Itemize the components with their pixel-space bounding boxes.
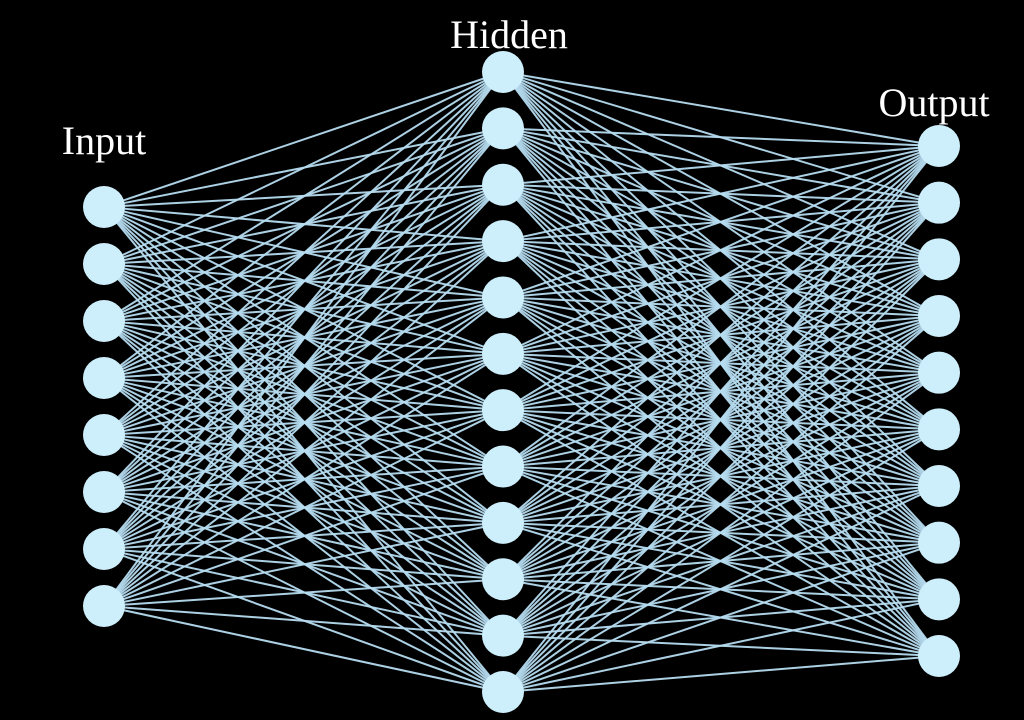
connection-edges [103,71,940,693]
input-node-8 [83,585,125,627]
hidden-node-5 [482,276,524,319]
edge-input-8-hidden-11 [103,605,504,637]
layer-label-hidden: Hidden [450,12,568,57]
edge-hidden-2-output-1 [502,127,940,147]
input-node-4 [83,357,125,399]
output-node-9 [918,578,960,621]
edge-hidden-8-output-1 [502,145,940,468]
output-node-2 [918,181,960,224]
network-nodes [83,51,960,713]
edge-hidden-12-output-10 [502,655,940,693]
edge-input-8-hidden-6 [103,352,504,607]
edge-hidden-12-output-2 [502,202,940,693]
output-node-4 [918,295,960,337]
edge-hidden-4-output-1 [502,145,940,243]
edge-input-8-hidden-10 [103,578,504,607]
edge-input-4-hidden-1 [103,71,504,379]
edge-hidden-12-output-5 [502,371,940,693]
hidden-node-4 [482,220,524,263]
edge-input-8-hidden-2 [103,127,504,607]
edge-input-2-hidden-1 [103,71,504,265]
input-node-2 [83,243,125,285]
input-node-3 [83,300,125,342]
hidden-node-12 [482,671,524,713]
edge-hidden-12-output-6 [502,428,940,693]
input-node-1 [83,186,125,228]
edge-input-6-hidden-1 [103,71,504,493]
edge-hidden-12-output-9 [502,598,940,693]
edge-input-8-hidden-7 [103,409,504,607]
edge-hidden-1-output-1 [502,71,940,147]
edge-input-7-hidden-1 [103,71,504,550]
hidden-node-11 [482,614,524,657]
edge-input-8-hidden-9 [103,521,504,607]
edge-hidden-9-output-1 [502,145,940,524]
input-node-5 [83,414,125,456]
edge-hidden-12-output-3 [502,258,940,693]
output-node-7 [918,465,960,507]
hidden-node-10 [482,558,524,601]
edge-hidden-12-output-1 [502,145,940,693]
input-node-6 [83,471,125,513]
edge-input-5-hidden-1 [103,71,504,436]
edge-hidden-12-output-7 [502,485,940,693]
edge-hidden-7-output-1 [502,145,940,412]
edge-hidden-3-output-1 [502,145,940,186]
layer-label-input: Input [61,118,147,163]
edge-input-8-hidden-4 [103,240,504,607]
hidden-node-3 [482,163,524,206]
edge-input-3-hidden-1 [103,71,504,322]
edge-hidden-10-output-1 [502,145,940,580]
edge-hidden-5-output-1 [502,145,940,299]
hidden-node-8 [482,445,524,488]
hidden-node-6 [482,332,524,375]
output-node-10 [918,635,960,677]
hidden-node-2 [482,107,524,150]
output-node-1 [918,125,960,167]
edge-hidden-12-output-4 [502,315,940,693]
hidden-node-9 [482,501,524,544]
output-node-8 [918,521,960,564]
edge-input-8-hidden-5 [103,296,504,607]
edge-hidden-6-output-1 [502,145,940,355]
edge-input-8-hidden-8 [103,465,504,607]
output-node-5 [918,351,960,394]
edge-input-8-hidden-1 [103,71,504,607]
edge-input-8-hidden-3 [103,184,504,607]
hidden-node-7 [482,389,524,432]
output-node-6 [918,408,960,451]
edge-hidden-11-output-1 [502,145,940,637]
edge-input-1-hidden-1 [103,71,504,208]
output-node-3 [918,238,960,281]
edge-hidden-12-output-8 [502,541,940,693]
hidden-node-1 [482,51,524,93]
input-node-7 [83,528,125,570]
edge-input-8-hidden-12 [103,605,504,693]
layer-label-output: Output [878,80,990,125]
